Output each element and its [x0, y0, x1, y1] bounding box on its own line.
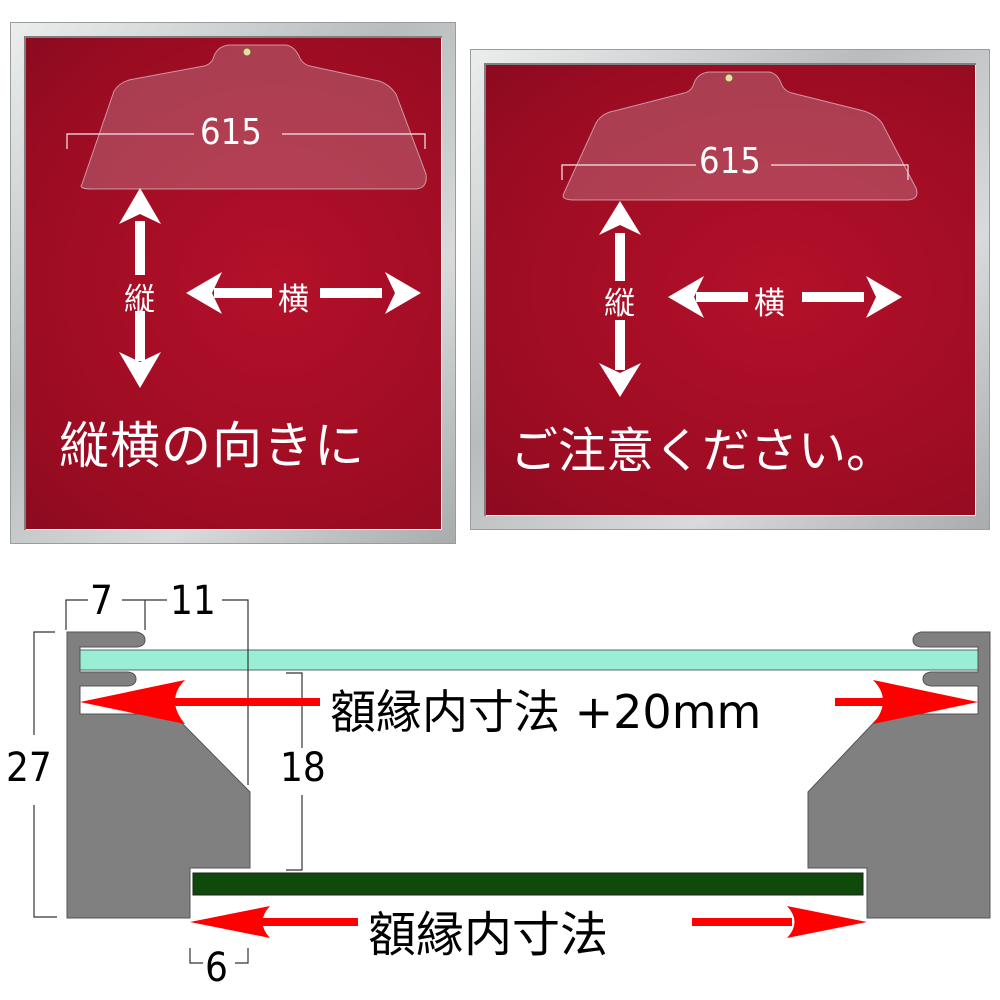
glass-panel: [79, 649, 979, 671]
dim-total-height: 27: [6, 745, 52, 791]
horizontal-arrow-icon: [668, 276, 902, 318]
profile-right: [807, 631, 991, 919]
dim-step: 6: [205, 945, 228, 991]
hanger-dimension-right: 615: [699, 141, 761, 182]
dim-lip-width: 7: [90, 578, 113, 624]
vertical-label-left: 縦: [124, 282, 155, 318]
horizontal-label-right: 横: [754, 286, 785, 322]
backboard-panel: [192, 872, 864, 896]
caption-left: 縦横の向きに: [59, 417, 365, 475]
vertical-arrow-icon: [599, 201, 641, 397]
vertical-arrow-icon: [119, 188, 161, 388]
horizontal-arrow-icon: [186, 272, 421, 314]
vertical-label-right: 縦: [604, 286, 635, 322]
felt-board-right: 615 縦 横 ご注意ください。: [484, 63, 976, 516]
caption-right: ご注意ください。: [510, 423, 895, 479]
hanger-plate-left: [66, 44, 427, 388]
hanger-dimension-left: 615: [200, 112, 262, 153]
frame-panel-left: 615 縦 横 縦横の向きに: [10, 22, 456, 544]
profile-left: [66, 631, 251, 919]
label-inner-size-plus20: 額縁内寸法 +20mm: [330, 685, 762, 739]
dim-rabbet-width: 11: [170, 578, 216, 624]
frame-panel-right: 615 縦 横 ご注意ください。: [470, 49, 990, 530]
dimension-lines: [33, 599, 303, 964]
label-inner-size: 額縁内寸法: [368, 907, 609, 963]
hanger-plate-right: [561, 71, 918, 397]
horizontal-label-left: 横: [278, 282, 309, 318]
felt-board-left: 615 縦 横 縦横の向きに: [24, 36, 442, 530]
dim-inner-height: 18: [280, 745, 326, 791]
